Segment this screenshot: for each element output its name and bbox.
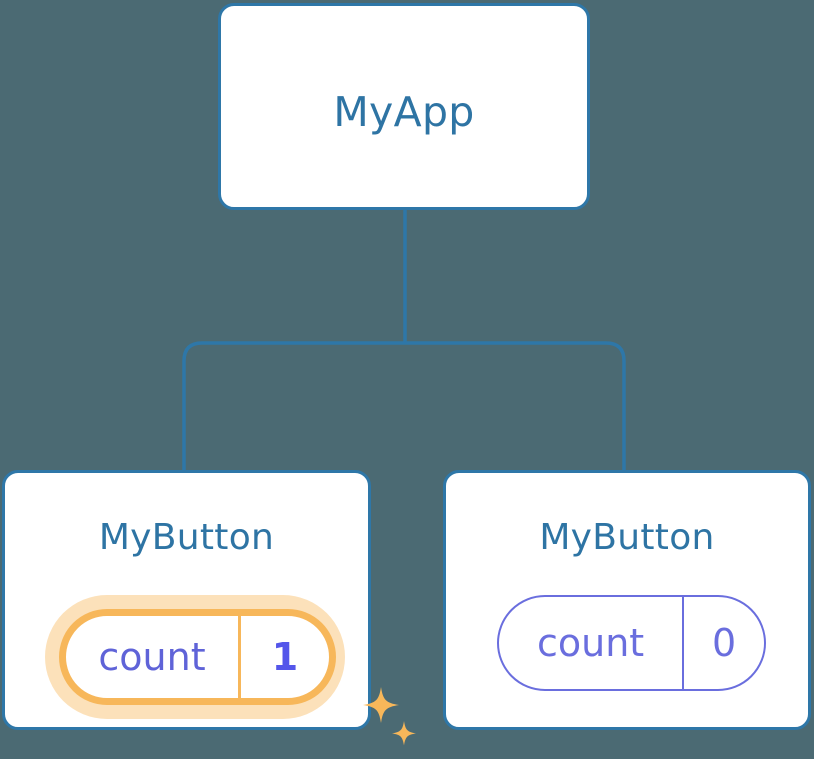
node-card-myapp[interactable]: MyApp bbox=[218, 3, 590, 210]
node-card-mybutton-left[interactable]: MyButton count 1 bbox=[2, 470, 416, 746]
node-title-mybutton-left: MyButton bbox=[98, 517, 275, 558]
state-pill-left-body[interactable]: count 1 bbox=[59, 609, 336, 705]
state-key-right: count bbox=[499, 597, 685, 689]
connector-branch-bus bbox=[182, 341, 626, 470]
state-pill-right[interactable]: count 0 bbox=[497, 595, 766, 691]
node-title-mybutton-right: MyButton bbox=[539, 517, 715, 558]
sparkle-small-icon bbox=[392, 721, 416, 746]
sparkle-large-icon bbox=[363, 687, 399, 723]
component-tree-diagram: MyApp MyButton count 1 MyButton count 0 bbox=[2, 3, 811, 746]
state-key-left: count bbox=[66, 616, 241, 698]
node-card-mybutton-right[interactable]: MyButton count 0 bbox=[443, 470, 811, 730]
node-title-myapp: MyApp bbox=[333, 88, 475, 136]
state-pill-right-body[interactable]: count 0 bbox=[497, 595, 766, 691]
state-value-right: 0 bbox=[712, 621, 737, 665]
sparkle-group bbox=[363, 687, 416, 746]
state-value-left: 1 bbox=[271, 635, 299, 679]
